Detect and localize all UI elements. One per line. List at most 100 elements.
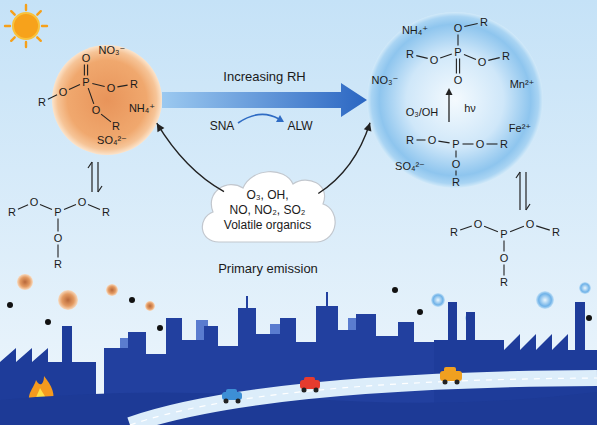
phase-label: ALW <box>287 120 312 132</box>
city-skyline <box>376 336 398 408</box>
chemical-bond <box>417 139 426 140</box>
source-label: Primary emission <box>218 262 318 275</box>
chemical-bond <box>455 151 456 158</box>
atom-symbol: P <box>452 139 459 150</box>
sun <box>25 5 27 10</box>
chemical-bond <box>510 226 524 231</box>
equilibrium-arrows <box>525 172 526 210</box>
right-factories <box>434 302 597 408</box>
soot-dots <box>392 287 398 293</box>
atom-symbol: O <box>92 105 101 116</box>
chemical-bond <box>69 85 80 90</box>
atom-symbol: R <box>406 49 414 60</box>
soot-dots <box>7 287 592 331</box>
sun <box>13 13 39 39</box>
soot-dots <box>157 325 163 331</box>
transition-arrow <box>162 83 367 117</box>
chemical-bond <box>92 84 104 87</box>
ion-label: SO₄²⁻ <box>395 161 425 172</box>
ion-label: SO₄²⁻ <box>97 135 127 146</box>
chemical-bond <box>438 141 449 143</box>
chemical-bond <box>84 65 85 76</box>
chemical-bond <box>18 205 28 210</box>
orange-particles <box>106 284 118 296</box>
gas-cloud: O₃, OH,NO, NO₂, SO₂Volatile organics <box>195 162 340 252</box>
blue-particles <box>536 291 554 309</box>
atom-symbol: O <box>500 253 509 264</box>
atom-symbol: O <box>476 139 485 150</box>
sun <box>5 5 47 47</box>
photo-oxidation-arrow <box>448 94 449 122</box>
chemical-bond <box>464 24 477 27</box>
chemical-bond <box>101 114 111 122</box>
road-lane <box>130 378 597 425</box>
atom-symbol: P <box>454 47 461 58</box>
cars <box>304 377 315 382</box>
left-factory <box>62 326 72 363</box>
atom-symbol: R <box>8 207 16 218</box>
atom-symbol: R <box>500 139 508 150</box>
chemical-bond <box>457 35 458 46</box>
sun <box>5 25 10 27</box>
chemical-bond <box>503 265 504 276</box>
city-skyline <box>326 292 328 306</box>
chemical-bond <box>57 245 58 258</box>
soot-dots <box>586 315 592 321</box>
arrow-label: Increasing RH <box>223 70 305 83</box>
atom-symbol: O <box>30 197 39 208</box>
chemical-bond <box>416 56 427 59</box>
chemical-bond <box>503 241 504 252</box>
atom-symbol: O <box>107 83 116 94</box>
sun <box>42 25 47 27</box>
orange-particles <box>17 274 33 290</box>
chemical-bond <box>456 59 457 74</box>
chemical-bond <box>487 143 498 144</box>
right-factories <box>466 312 475 342</box>
ion-label: NH₄⁺ <box>402 25 428 36</box>
equilibrium-arrows <box>516 172 520 178</box>
atom-symbol: P <box>500 229 507 240</box>
chemical-bond <box>536 226 550 230</box>
sun <box>37 37 41 41</box>
equilibrium-arrows <box>88 162 92 168</box>
cars <box>443 380 448 385</box>
gas-cloud-outline <box>202 172 335 242</box>
chemical-bond <box>488 58 499 61</box>
city-skyline <box>398 322 414 408</box>
atom-symbol: R <box>450 227 458 238</box>
ion-label: NO₃⁻ <box>99 45 126 56</box>
chemical-bond <box>87 65 88 76</box>
cars <box>222 367 462 404</box>
atom-symbol: O <box>78 197 87 208</box>
emission-arrow <box>318 123 370 194</box>
chemical-bond <box>117 85 127 87</box>
equilibrium-arrows <box>98 186 102 192</box>
atom-symbol: O <box>454 75 463 86</box>
sna-alw-arrow <box>238 114 284 123</box>
equilibrium-arrows <box>88 162 530 210</box>
atom-symbol: O <box>478 57 487 68</box>
gas-label: NO, NO₂, SO₂ <box>230 203 306 218</box>
photo-oxidation-arrow <box>446 88 453 122</box>
gas-label: O₃, OH, <box>246 188 288 203</box>
atom-symbol: O <box>430 55 439 66</box>
atom-symbol: R <box>38 97 46 108</box>
right-factories <box>448 302 457 342</box>
orange-particles <box>58 290 78 310</box>
ion-label: hν <box>464 103 476 114</box>
arrow-head <box>364 123 372 132</box>
ion-label: NO₃⁻ <box>372 75 399 86</box>
sna-alw-arrow <box>276 115 284 122</box>
ion-label: Fe²⁺ <box>509 123 531 134</box>
atom-symbol: R <box>130 79 138 90</box>
cars <box>226 389 237 394</box>
dry-particle-outline <box>52 45 162 155</box>
chemical-bond <box>484 226 498 231</box>
road <box>130 378 597 425</box>
phase-label: SNA <box>210 120 235 132</box>
atom-symbol: R <box>502 51 510 62</box>
chemical-bond <box>88 88 94 104</box>
cars <box>302 388 307 393</box>
sna-alw-arrow <box>238 114 279 123</box>
ion-label: NH₄⁺ <box>129 103 155 114</box>
